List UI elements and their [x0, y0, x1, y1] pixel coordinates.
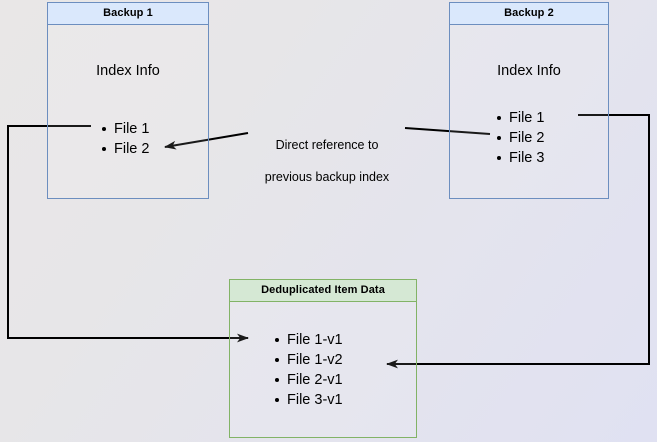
connector-backup2-file2-to-backup1-file2-left — [164, 132, 249, 150]
list-item: File 2 — [496, 128, 544, 148]
direct-reference-note: Direct reference to previous backup inde… — [248, 121, 406, 201]
deduplicated-item-data-header: Deduplicated Item Data — [230, 280, 416, 302]
backup1-box[interactable]: Backup 1 Index Info File 1 File 2 — [47, 2, 209, 199]
connector-backup2-file2-to-backup1-file2-right — [404, 127, 491, 135]
list-item: File 3 — [496, 148, 544, 168]
connector-backup2-file1-to-dedup-file1v2 — [386, 114, 650, 369]
list-item: File 2-v1 — [274, 370, 343, 390]
direct-reference-note-line1: Direct reference to — [275, 138, 379, 152]
dedup-file-list: File 1-v1 File 1-v2 File 2-v1 File 3-v1 — [274, 330, 343, 410]
backup2-header: Backup 2 — [450, 3, 608, 25]
connector-backup1-file1-to-dedup-file1v1 — [7, 125, 249, 343]
direct-reference-note-line2: previous backup index — [264, 170, 390, 184]
backup2-file-list: File 1 File 2 File 3 — [496, 108, 544, 168]
backup1-header: Backup 1 — [48, 3, 208, 25]
backup2-index-info-label: Index Info — [497, 63, 561, 79]
backup2-box[interactable]: Backup 2 Index Info File 1 File 2 File 3 — [449, 2, 609, 199]
list-item: File 1-v1 — [274, 330, 343, 350]
list-item: File 1 — [101, 119, 149, 139]
backup1-file-list: File 1 File 2 — [101, 119, 149, 159]
list-item: File 2 — [101, 139, 149, 159]
list-item: File 1-v2 — [274, 350, 343, 370]
backup2-body: Index Info File 1 File 2 File 3 — [450, 25, 608, 198]
deduplicated-item-data-box[interactable]: Deduplicated Item Data File 1-v1 File 1-… — [229, 279, 417, 438]
backup1-body: Index Info File 1 File 2 — [48, 25, 208, 198]
list-item: File 3-v1 — [274, 390, 343, 410]
list-item: File 1 — [496, 108, 544, 128]
backup1-index-info-label: Index Info — [96, 63, 160, 79]
deduplicated-item-data-body: File 1-v1 File 1-v2 File 2-v1 File 3-v1 — [230, 302, 416, 437]
